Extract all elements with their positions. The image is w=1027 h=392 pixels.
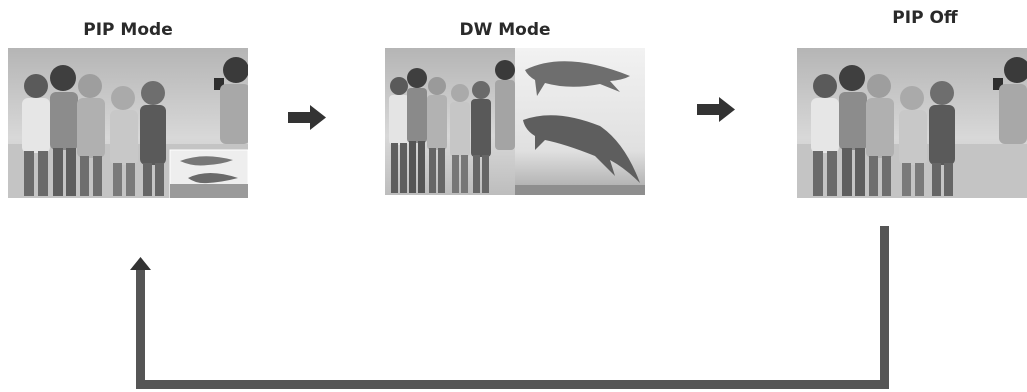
pip-mode-label: PIP Mode [83, 20, 173, 40]
pip-off-label: PIP Off [892, 8, 958, 28]
arrow-dw-to-off [697, 97, 735, 122]
pip-mode-screen [8, 48, 248, 198]
kids-photo-full [797, 48, 1027, 198]
arrow-pip-to-dw [288, 105, 326, 130]
dw-left-kids [385, 48, 515, 195]
dw-right-dolphins [515, 48, 645, 195]
dw-mode-screen [385, 48, 645, 195]
dw-split-photo [385, 48, 645, 195]
dw-mode-label: DW Mode [459, 20, 551, 40]
pip-inset-dolphin [169, 149, 248, 198]
kids-photo [8, 48, 248, 198]
return-loop-arrow [130, 226, 889, 389]
pip-off-screen [797, 48, 1027, 198]
